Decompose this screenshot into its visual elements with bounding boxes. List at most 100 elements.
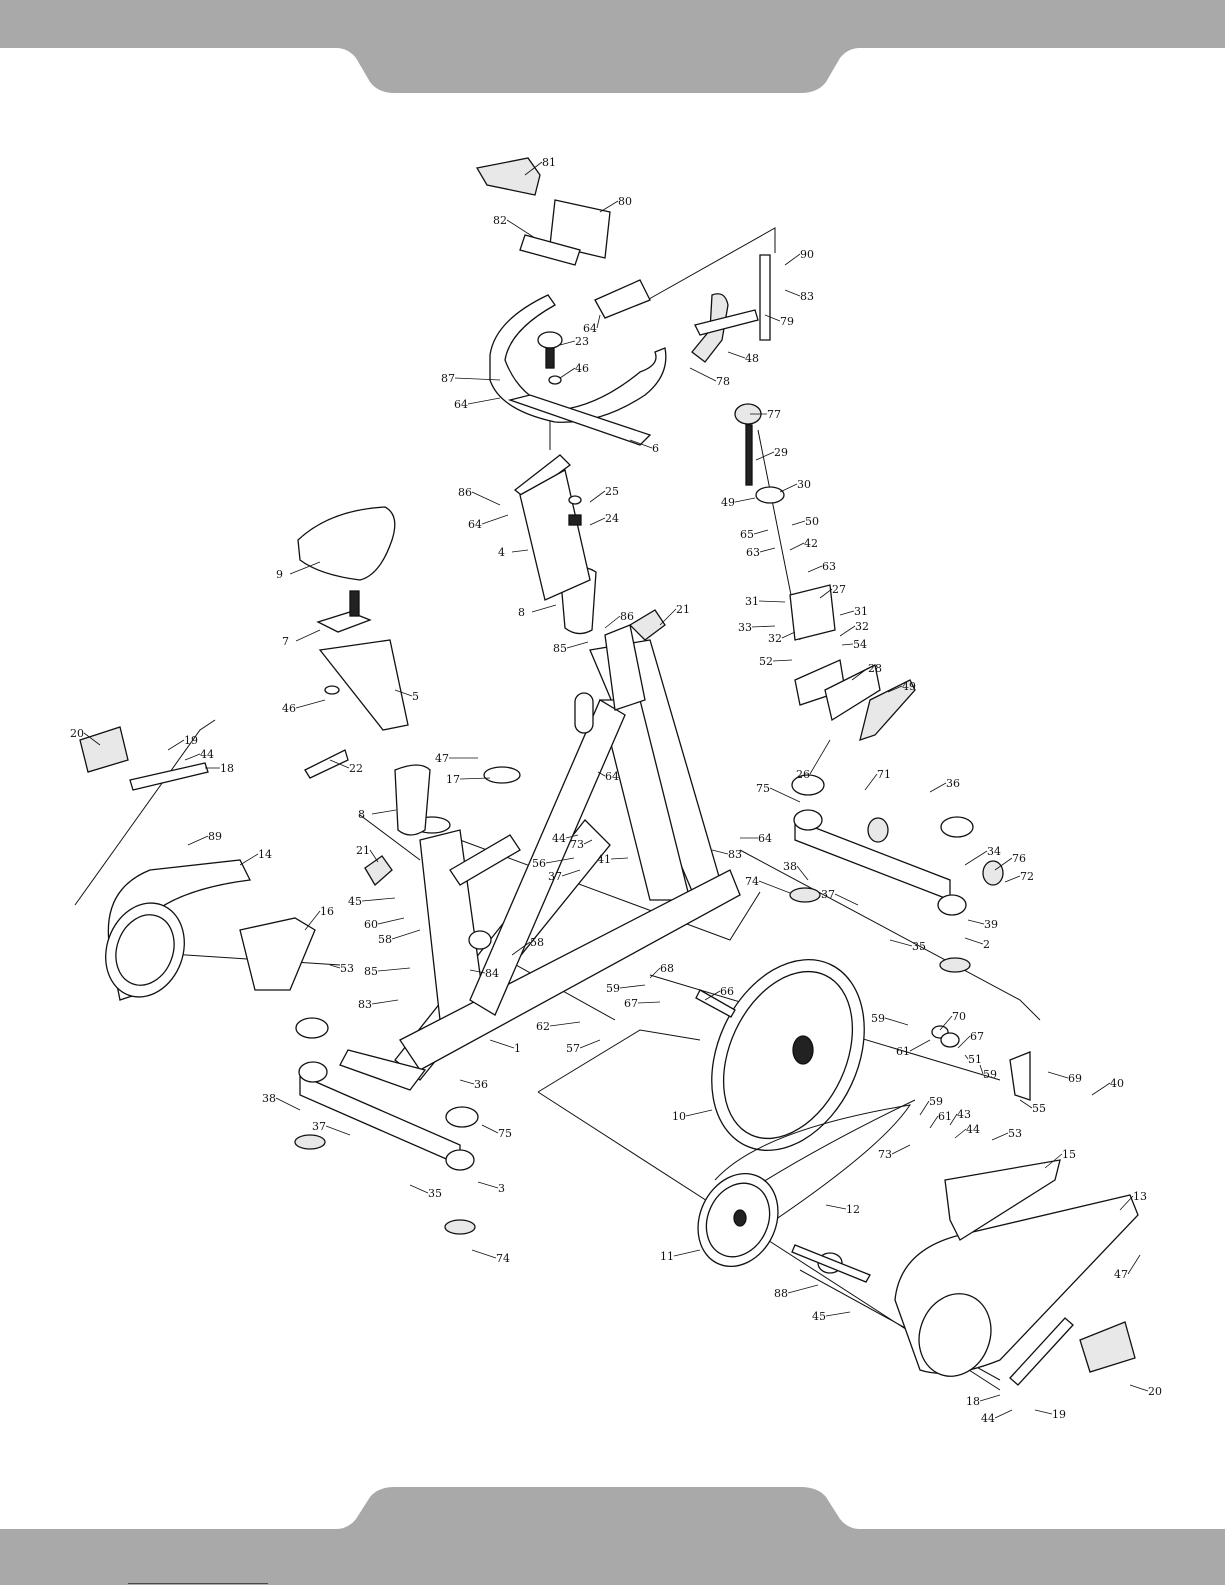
- callout-label: 43: [957, 1108, 971, 1121]
- callout-leader: [565, 834, 579, 839]
- callout-2: 2: [964, 937, 990, 951]
- callout-label: 49: [902, 680, 916, 693]
- callout-leader: [524, 161, 543, 176]
- callout-leader: [1044, 1153, 1063, 1169]
- callout-37: 37: [821, 888, 859, 906]
- callout-32: 32: [768, 631, 796, 645]
- callout-64: 64: [597, 770, 619, 783]
- callout-label: 26: [796, 768, 810, 781]
- callout-label: 50: [805, 515, 819, 528]
- callout-leader: [559, 367, 576, 379]
- callout-leader: [949, 1113, 958, 1126]
- callout-64: 64: [740, 832, 772, 845]
- callout-12: 12: [825, 1203, 860, 1216]
- callout-label: 13: [1133, 1190, 1147, 1203]
- callout-label: 37: [312, 1120, 326, 1133]
- callout-30: 30: [779, 478, 811, 493]
- front-stabilizer: [294, 1017, 479, 1235]
- callout-label: 68: [660, 962, 674, 975]
- callout-label: 78: [716, 375, 730, 388]
- callout-75: 75: [481, 1124, 512, 1140]
- callout-label: 20: [70, 727, 84, 740]
- callout-leader: [619, 984, 646, 989]
- callout-label: 8: [358, 808, 365, 821]
- callout-label: 25: [605, 485, 619, 498]
- callout-label: 20: [1148, 1385, 1162, 1398]
- callout-leader: [839, 610, 855, 616]
- callout-leader: [549, 1021, 581, 1027]
- callout-label: 69: [1068, 1072, 1082, 1085]
- callout-label: 53: [340, 962, 354, 975]
- callout-label: 30: [797, 478, 811, 491]
- callout-leader: [772, 659, 793, 662]
- callout-leader: [784, 253, 801, 266]
- callout-49: 49: [721, 496, 756, 509]
- callout-58: 58: [378, 929, 421, 946]
- callout-leader: [610, 857, 629, 860]
- callout-24: 24: [589, 512, 619, 526]
- callout-label: 38: [262, 1092, 276, 1105]
- callout-leader: [659, 608, 677, 626]
- callout-label: 72: [1020, 870, 1034, 883]
- footer-link-underline[interactable]: [128, 1573, 268, 1584]
- callout-44: 44: [981, 1409, 1013, 1425]
- callout-label: 15: [1062, 1148, 1076, 1161]
- callout-31: 31: [745, 595, 786, 608]
- callout-leader: [787, 1284, 819, 1294]
- callout-label: 36: [946, 777, 960, 790]
- callout-56: 56: [532, 857, 575, 870]
- callout-label: 73: [570, 838, 584, 851]
- callout-label: 45: [348, 895, 362, 908]
- callout-leader: [481, 1124, 499, 1134]
- callout-label: 31: [745, 595, 759, 608]
- callout-20: 20: [1129, 1384, 1162, 1398]
- callout-54: 54: [841, 638, 867, 651]
- callout-leader: [939, 1015, 953, 1031]
- callout-63: 63: [807, 560, 836, 573]
- callout-70: 70: [939, 1010, 966, 1031]
- callout-leader: [629, 439, 653, 449]
- callout-leader: [964, 850, 988, 866]
- callout-leader: [704, 990, 721, 1001]
- callout-43: 43: [949, 1108, 971, 1126]
- callout-label: 34: [987, 845, 1001, 858]
- callout-18: 18: [966, 1394, 1001, 1408]
- callout-label: 61: [896, 1045, 910, 1058]
- callout-leader: [329, 759, 350, 769]
- callout-38: 38: [783, 860, 809, 881]
- callout-61: 61: [929, 1110, 952, 1129]
- callout-label: 38: [783, 860, 797, 873]
- callout-leader: [371, 999, 399, 1005]
- callout-leader: [1019, 1099, 1033, 1109]
- callout-label: 58: [530, 936, 544, 949]
- callout-label: 29: [774, 446, 788, 459]
- callout-66: 66: [704, 985, 734, 1001]
- seat-assembly: [297, 506, 597, 836]
- callout-20: 20: [70, 727, 101, 746]
- callout-74: 74: [745, 875, 791, 894]
- callout-leader: [758, 600, 786, 603]
- callout-label: 18: [220, 762, 234, 775]
- callout-label: 75: [756, 782, 770, 795]
- callout-label: 64: [583, 322, 597, 335]
- callout-label: 54: [853, 638, 867, 651]
- callout-leader: [685, 1109, 713, 1117]
- callout-leader: [764, 314, 781, 322]
- callout-label: 75: [498, 1127, 512, 1140]
- callout-83: 83: [358, 998, 399, 1011]
- callout-35: 35: [409, 1184, 442, 1200]
- callout-label: 9: [276, 568, 283, 581]
- callout-29: 29: [755, 446, 788, 461]
- callout-label: 85: [364, 965, 378, 978]
- callout-leader: [275, 1097, 301, 1111]
- callout-3: 3: [477, 1181, 505, 1195]
- callout-leader: [864, 773, 878, 791]
- callout-label: 44: [981, 1412, 995, 1425]
- callout-label: 24: [605, 512, 619, 525]
- callout-leader: [329, 964, 341, 969]
- callout-leader: [471, 491, 501, 506]
- callout-46: 46: [282, 699, 326, 715]
- callout-label: 46: [282, 702, 296, 715]
- callout-leader: [304, 910, 321, 931]
